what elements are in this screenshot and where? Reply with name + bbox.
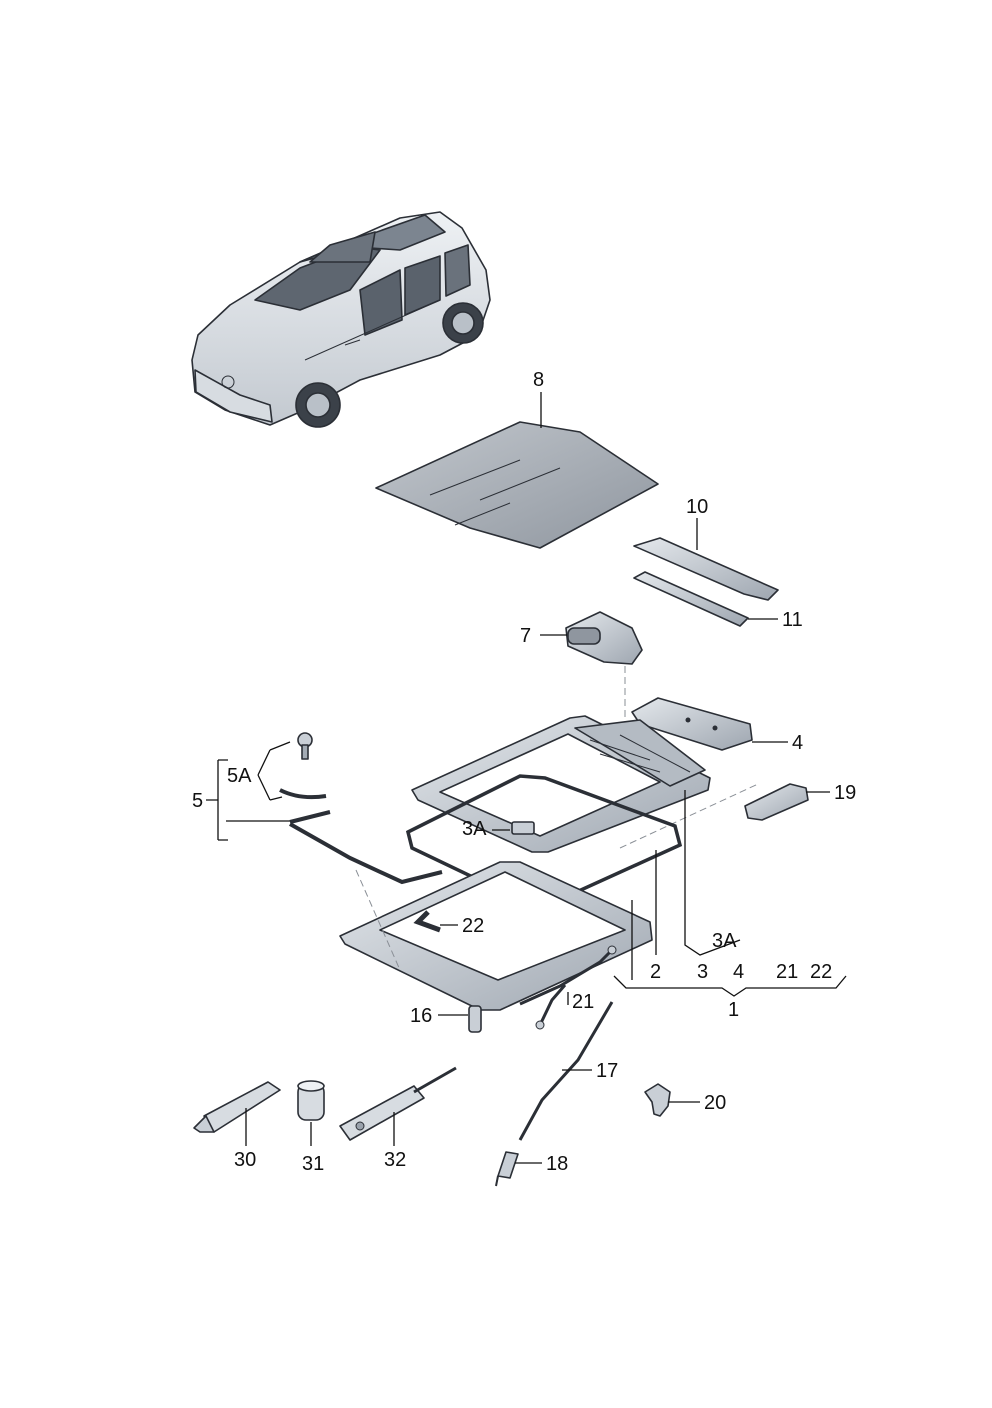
- elbow-20: [644, 1083, 671, 1117]
- callout-4b: 4: [733, 961, 744, 983]
- callout-22b: 22: [810, 961, 832, 983]
- callout-1: 1: [728, 999, 739, 1021]
- frame-seal: [405, 774, 683, 906]
- wiring-harness: [519, 945, 617, 1030]
- callout-19: 19: [834, 782, 856, 804]
- trim-strip-11: [633, 571, 749, 627]
- callout-3A-right: 3A: [712, 930, 737, 952]
- cartridge-32: [339, 1066, 457, 1141]
- drive-motor: [565, 611, 643, 665]
- callout-11: 11: [782, 609, 803, 631]
- callout-3A-left: 3A: [462, 818, 487, 840]
- callout-8: 8: [533, 369, 544, 391]
- callout-17: 17: [596, 1060, 618, 1082]
- callout-7: 7: [520, 625, 531, 647]
- nozzle-18: [495, 1151, 519, 1187]
- clip-3a: [511, 821, 535, 835]
- roof-frame: [339, 861, 653, 1011]
- callout-4: 4: [792, 732, 803, 754]
- callout-10: 10: [686, 496, 708, 518]
- callout-31: 31: [302, 1153, 324, 1175]
- deflector-19: [744, 783, 809, 821]
- callout-3: 3: [697, 961, 708, 983]
- container-31: [297, 1080, 325, 1121]
- callout-30: 30: [234, 1149, 256, 1171]
- callout-32: 32: [384, 1149, 406, 1171]
- callout-22: 22: [462, 915, 484, 937]
- clip-22: [413, 910, 441, 933]
- fastener-5a: [279, 732, 327, 800]
- callout-5A: 5A: [227, 765, 252, 787]
- callout-21b: 21: [776, 961, 798, 983]
- callout-2: 2: [650, 961, 661, 983]
- callout-20: 20: [704, 1092, 726, 1114]
- callout-18: 18: [546, 1153, 568, 1175]
- tube-30: [193, 1081, 281, 1133]
- drain-hose-5: [289, 810, 443, 885]
- callout-21: 21: [572, 991, 594, 1013]
- callout-16: 16: [410, 1005, 432, 1027]
- callout-5: 5: [192, 790, 203, 812]
- vehicle-illustration: [191, 211, 491, 428]
- bolt-16: [468, 1005, 482, 1033]
- glass-panel: [375, 421, 659, 549]
- trim-strip-10: [633, 537, 779, 601]
- drive-cable: [518, 1001, 614, 1141]
